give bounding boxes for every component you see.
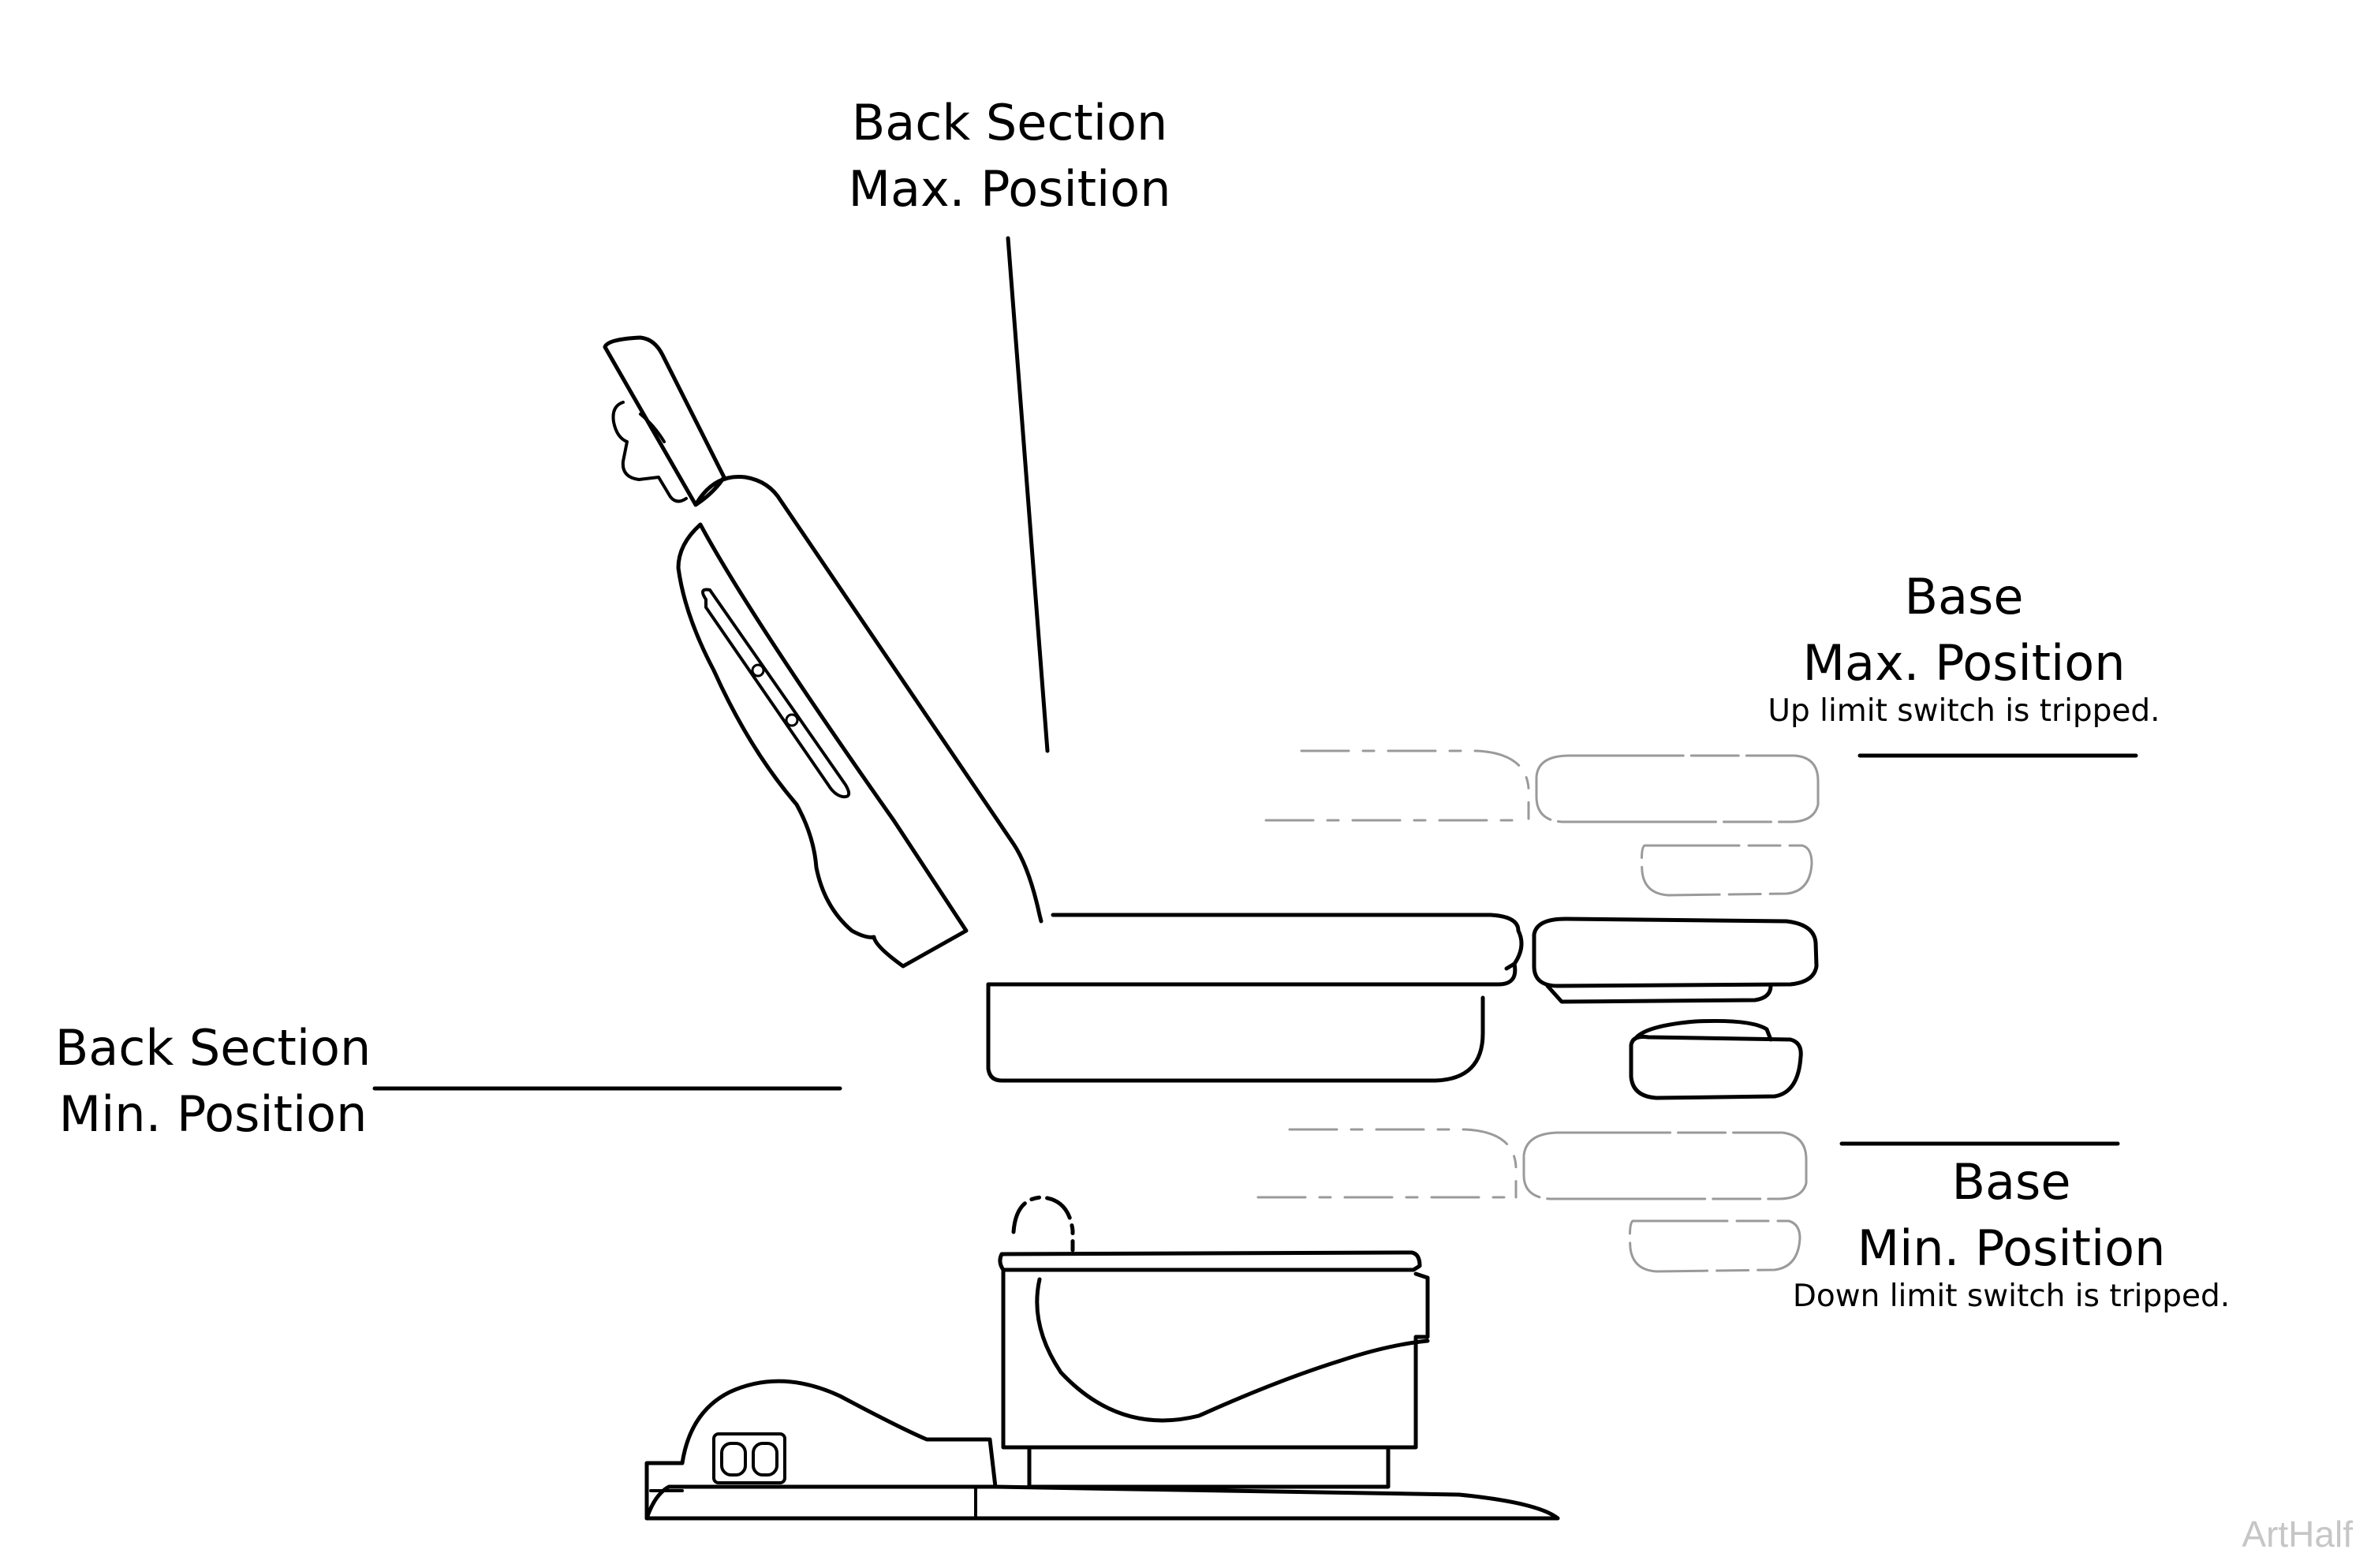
back-section [603, 335, 1043, 969]
base-max-line2: Max. Position [1802, 634, 2126, 692]
slot-screw-2 [785, 713, 799, 727]
base-min-line2: Min. Position [1857, 1219, 2166, 1277]
legrest-bottom [1545, 984, 1773, 1004]
back-shell [676, 522, 969, 969]
back-max-line2: Max. Position [848, 160, 1171, 218]
ghost-legrest-min [1522, 1131, 1808, 1200]
base-max-line1: Base [1904, 568, 2024, 625]
outlet-plate [712, 1432, 786, 1484]
back-min-line2: Min. Position [58, 1085, 368, 1143]
seat-pan [986, 982, 1485, 1083]
base-top-plate [998, 1250, 1422, 1272]
base-max-label: Base Max. Position Up limit switch is tr… [1759, 568, 2169, 729]
base [644, 1195, 1560, 1521]
base-min-line1: Base [1951, 1153, 2071, 1211]
base-min-note: Down limit switch is tripped. [1792, 1279, 2231, 1314]
watermark: ArtHalf [2242, 1514, 2353, 1555]
outlet-2 [752, 1442, 778, 1477]
base-housing [1001, 1267, 1430, 1450]
back-section-min-label: Back Section Min. Position [32, 1024, 394, 1139]
ghost-legrest-max [1535, 754, 1820, 823]
base-cap-dashed [1011, 1195, 1075, 1253]
back-max-line1: Back Section [851, 94, 1168, 151]
back-min-line1: Back Section [54, 1019, 371, 1077]
back-cushion [693, 474, 1043, 924]
base-min-label: Base Min. Position Down limit switch is … [1783, 1158, 2240, 1312]
base-max-note: Up limit switch is tripped. [1768, 693, 2160, 729]
seat [986, 913, 1524, 1083]
ghost-foot-max [1640, 844, 1813, 897]
outlet-1 [720, 1442, 747, 1477]
back-slot [701, 588, 851, 799]
leader-lines [372, 236, 2138, 1146]
headrest-bracket [611, 401, 688, 503]
legrest-cushion [1532, 917, 1819, 988]
foot-body [1629, 1035, 1803, 1100]
base-curve [1035, 1277, 1430, 1423]
headrest [603, 335, 726, 507]
slot-screw-1 [751, 663, 765, 678]
base-column [1027, 1445, 1391, 1489]
foot-top [1634, 1018, 1773, 1042]
leg-rest [1532, 917, 1819, 1100]
back-max-leader [1006, 236, 1050, 753]
back-section-max-label: Back Section Max. Position [797, 99, 1223, 214]
ghost-seat-min [1256, 1128, 1808, 1273]
seat-cushion-top [1051, 913, 1524, 971]
ghost-seat-max [1264, 749, 1820, 897]
seat-cushion-lower [986, 961, 1518, 987]
floor-plate [644, 1379, 998, 1521]
ghost-foot-min [1628, 1219, 1801, 1273]
floor-plate-bottom [644, 1484, 1560, 1521]
